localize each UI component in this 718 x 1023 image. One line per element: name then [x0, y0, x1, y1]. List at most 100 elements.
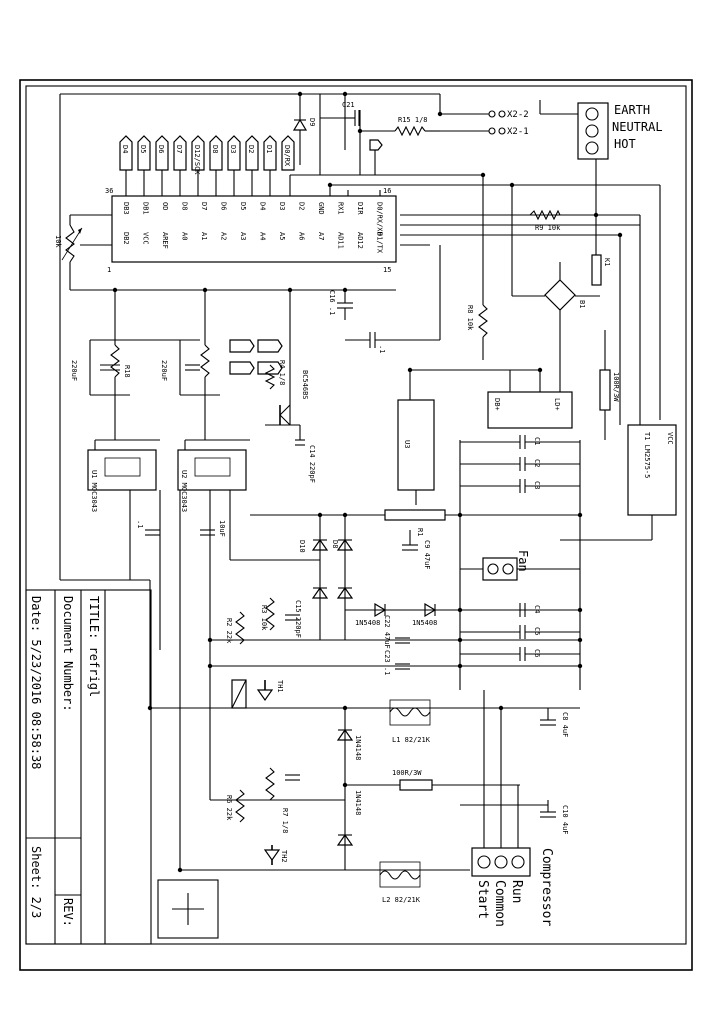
- rc-cluster-upper: R3 10k R2 22k C15 220pF: [225, 597, 302, 645]
- capacitor-c13: 10uF: [200, 520, 226, 537]
- c13-label: 10uF: [218, 520, 226, 537]
- r4-label: R4 1/8: [278, 360, 286, 385]
- junction-dot: [437, 111, 443, 117]
- r8-label: R8 10k: [466, 305, 474, 331]
- triac-th2: TH2: [180, 845, 470, 871]
- mcu-pin-label: D2: [298, 202, 306, 210]
- junction-dot: [617, 232, 623, 238]
- junction-dot: [147, 705, 153, 711]
- c14-label: C14 220pF: [308, 445, 316, 483]
- mcu-pin-label: A2: [220, 232, 228, 240]
- rc-cluster-lower: R6 22k R7 1/8: [210, 767, 345, 833]
- port-pennant: D0/RX: [281, 135, 295, 171]
- vcc-label: VCC: [666, 432, 674, 445]
- compressor-connector: Compressor Run Common Start: [471, 690, 554, 927]
- q1-label: BC546BS: [301, 370, 309, 400]
- capacitor-c23: C23 .1: [383, 650, 410, 675]
- mcu-pin-label: DB3: [122, 202, 130, 215]
- junction-dot: [480, 172, 486, 178]
- junction-dot: [509, 182, 515, 188]
- mcu-pin1: 1: [107, 266, 111, 274]
- port-label: D6: [157, 145, 165, 153]
- junction-dot: [498, 705, 504, 711]
- junction-dot: [177, 867, 183, 873]
- junction-dot: [577, 512, 583, 518]
- fan-connector: Fan: [460, 550, 580, 581]
- junction-dot: [202, 287, 208, 293]
- db-plus: DB+: [493, 398, 501, 411]
- cap-label: C4: [533, 605, 541, 613]
- diode-d9: D9: [292, 118, 316, 131]
- mcu-pin-label: D5: [239, 202, 247, 210]
- port-label: D3: [229, 145, 237, 153]
- diode-d2: 1N4148: [336, 728, 362, 760]
- port-label: D7: [175, 145, 183, 153]
- mcu-pin-label: A7: [317, 232, 325, 240]
- compressor-label: Compressor: [539, 848, 554, 926]
- common-label: Common: [492, 880, 507, 927]
- pennant-wires: [125, 170, 271, 196]
- diode-d1: 1N4148: [336, 790, 362, 846]
- junction-dot: [297, 91, 303, 97]
- left-buses: [129, 490, 320, 870]
- junction-dot: [287, 287, 293, 293]
- junction-dot: [327, 182, 333, 188]
- mcu-pin-label: AD12: [356, 232, 364, 249]
- cap1-label: 220uF: [70, 360, 78, 381]
- port-label: D0/RX: [283, 145, 291, 167]
- mcu-pin16: 16: [383, 187, 391, 195]
- junction-dot: [342, 287, 348, 293]
- c21-label: C21: [342, 101, 355, 109]
- d10-label: D10: [298, 540, 306, 553]
- sheet-border: [19, 79, 693, 971]
- date-text: Date: 5/23/2016 08:58:38: [29, 596, 43, 769]
- cap-label: C3: [533, 481, 541, 489]
- mcu-pin-label: A3: [239, 232, 247, 240]
- port-pennant: D12/SCK: [191, 135, 205, 175]
- document-number: Document Number:: [61, 596, 75, 712]
- regulator-t1: T1 LM2575-5 VCC: [560, 424, 677, 541]
- diode-d3: 1N5408: [412, 602, 437, 627]
- l2-label: L2 82/21K: [382, 896, 421, 904]
- title-block: TITLE: refrigl Document Number: Date: 5/…: [25, 589, 219, 945]
- junction-dot: [342, 512, 348, 518]
- d8-label: D8: [331, 540, 339, 548]
- capacitor-c22: C22 47uF: [383, 615, 410, 649]
- port-label: D8: [211, 145, 219, 153]
- mcu-pin-label: A5: [278, 232, 286, 240]
- rc-network-left: 220uF R18 220uF: [70, 290, 220, 440]
- port-pennant: D2: [245, 135, 259, 171]
- junction-dot: [577, 607, 583, 613]
- rh-label: 100R/3W: [392, 769, 422, 777]
- capacitor-c16: C16 .1: [328, 290, 353, 320]
- mcu-pin-label: VCC: [142, 232, 150, 245]
- mcu-pin-label: RX1: [337, 202, 345, 215]
- pot-label: 10k: [54, 235, 62, 248]
- port-pennant: D6: [155, 135, 169, 171]
- port-label: D2: [247, 145, 255, 153]
- d2-label: 1N4148: [354, 735, 362, 760]
- hot-label: HOT: [614, 137, 636, 151]
- mid-pennants: [229, 339, 283, 375]
- u3-label: U3: [403, 440, 411, 448]
- resistor-r1: R1: [250, 509, 580, 536]
- neutral-label: NEUTRAL: [612, 120, 663, 134]
- junction-dot: [317, 512, 323, 518]
- potentiometer: 10k: [54, 214, 396, 291]
- mcu-pin-label: D0/RX/XH: [376, 202, 384, 236]
- cap-label: C2: [533, 459, 541, 467]
- mcu-pin36: 36: [105, 187, 113, 195]
- port-label: D12/SCK: [193, 145, 201, 175]
- triac-th1: TH1: [150, 679, 580, 709]
- terminal-x2-1: X2-1: [507, 127, 529, 137]
- registration-mark: [157, 879, 219, 939]
- th2-label: TH2: [280, 850, 288, 863]
- run-label: Run: [509, 880, 524, 903]
- junction-dot: [207, 663, 213, 669]
- r3-label: R3 10k: [260, 605, 268, 631]
- c12-label: .1: [136, 520, 144, 528]
- r9-label: R9 10k: [535, 224, 561, 232]
- mcu-pin-label: DB2: [122, 232, 130, 245]
- c23-label: C23 .1: [383, 650, 391, 675]
